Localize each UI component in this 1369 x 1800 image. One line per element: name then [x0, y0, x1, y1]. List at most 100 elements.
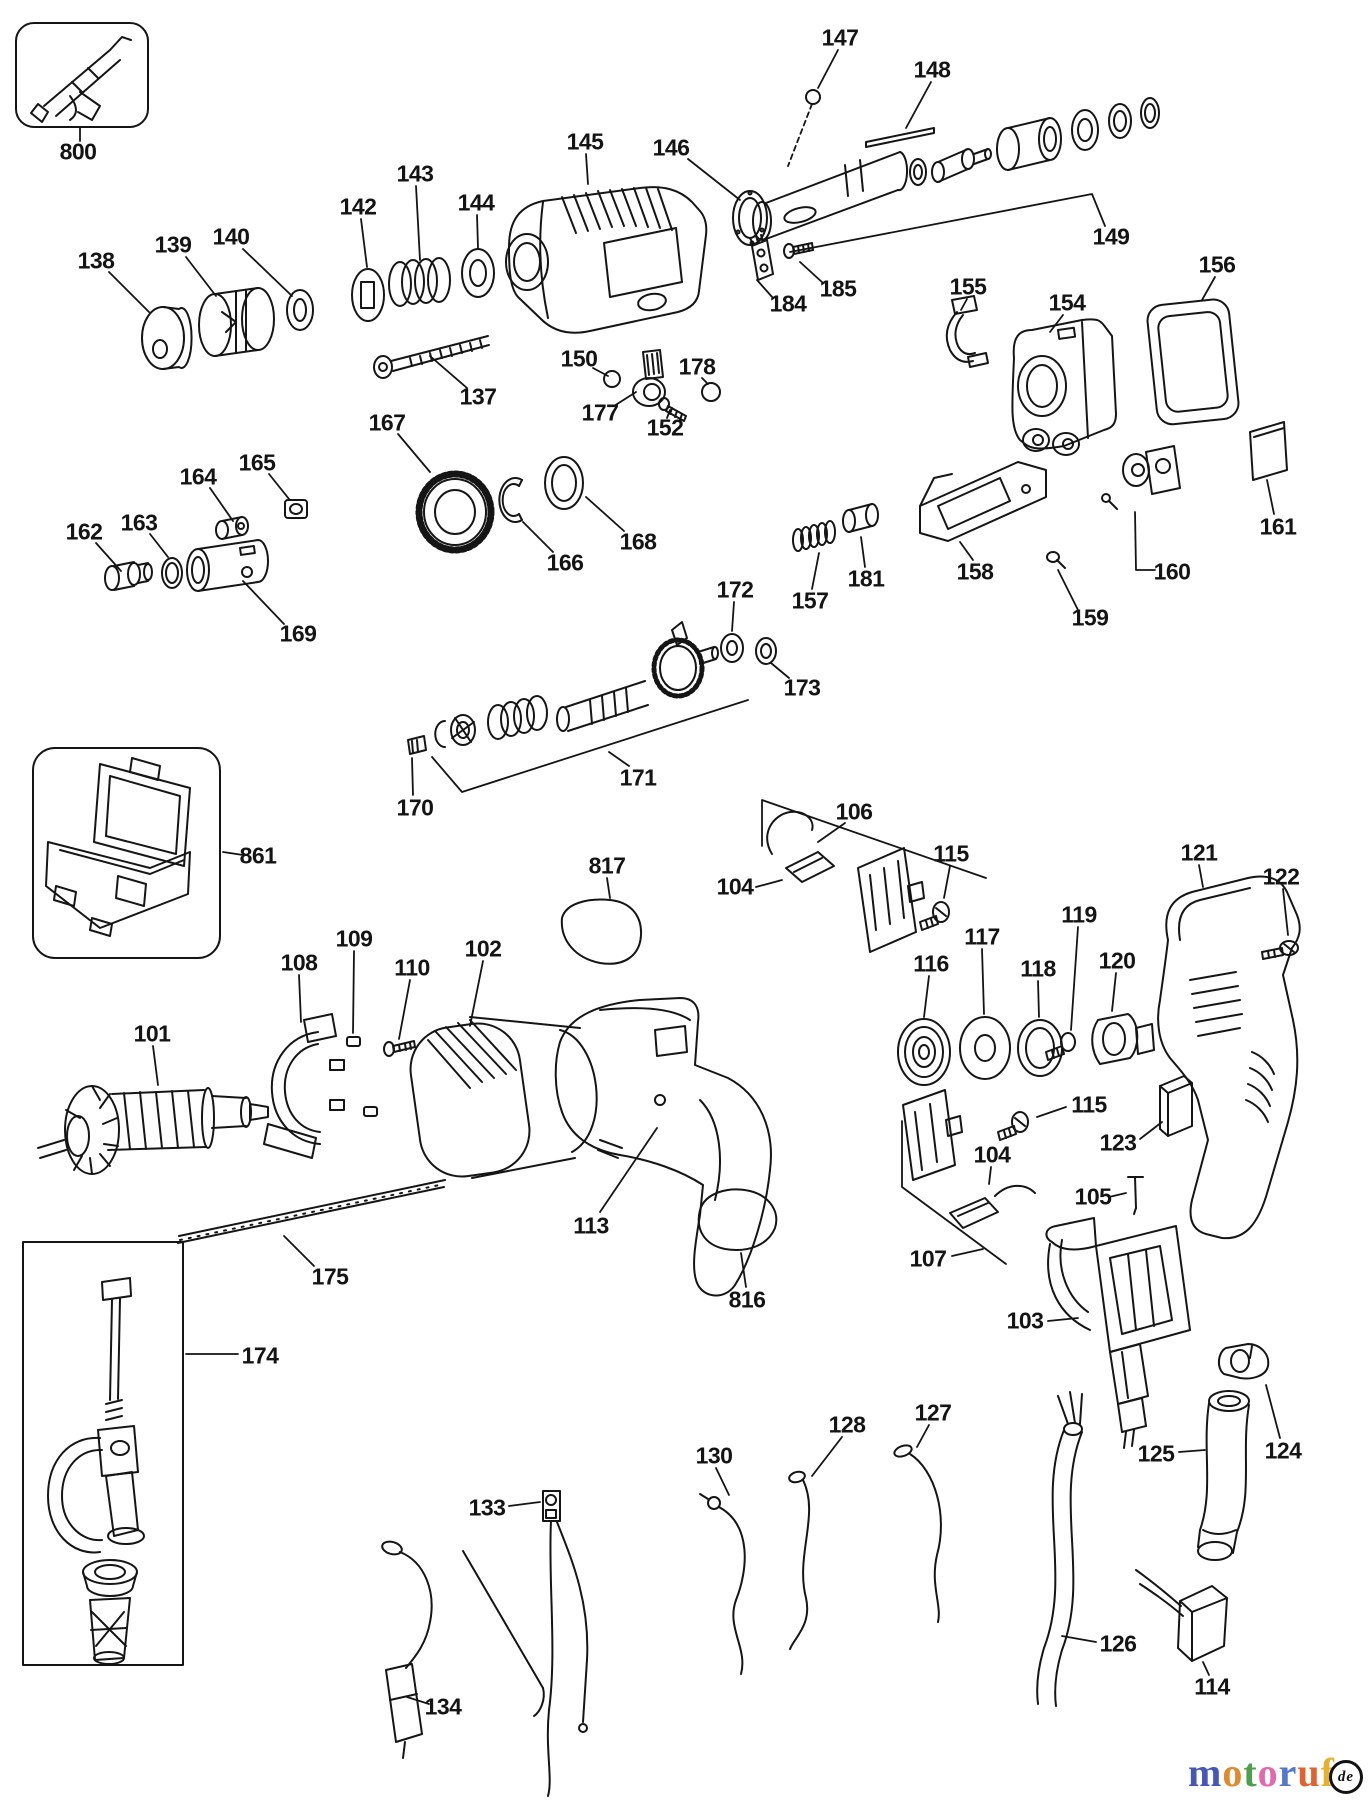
- part-label-113: 113: [573, 1212, 609, 1239]
- leader-line-162: [95, 542, 122, 572]
- part-177-lever-sketch: [632, 349, 666, 407]
- part-label-816: 816: [728, 1286, 766, 1313]
- part-149-piston-assembly-sketch: [752, 97, 1160, 241]
- part-label-104: 104: [716, 873, 754, 900]
- part-107-brush-holder-sketch: [902, 1089, 963, 1181]
- leader-line-164: [209, 487, 234, 522]
- leader-line-114: [1202, 1661, 1210, 1676]
- part-127-lead-wire-sketch: [893, 1444, 942, 1623]
- watermark-letter: o: [1257, 1750, 1279, 1795]
- leader-line-103: [1047, 1317, 1079, 1322]
- leader-line-171: [608, 751, 630, 767]
- part-109-pins-sketch: [346, 1036, 378, 1117]
- leader-line-140: [242, 248, 293, 297]
- part-label-144: 144: [457, 189, 495, 216]
- part-label-126: 126: [1099, 1630, 1137, 1657]
- leader-line-121: [1198, 864, 1204, 888]
- leader-line-160: [1134, 511, 1156, 571]
- part-817-seal-sketch: [560, 898, 643, 965]
- part-label-121: 121: [1180, 839, 1218, 866]
- watermark-wordmark: motoruf: [1188, 1753, 1335, 1793]
- leader-line-104: [988, 1166, 992, 1185]
- leader-line-109: [352, 950, 355, 1034]
- part-label-184: 184: [769, 290, 807, 317]
- leader-line-134: [406, 1696, 430, 1705]
- part-173-washer-sketch: [755, 637, 777, 665]
- part-175-depth-rod-sketch: [177, 1179, 446, 1244]
- part-label-166: 166: [546, 549, 584, 576]
- part-label-133: 133: [468, 1494, 506, 1521]
- part-label-158: 158: [956, 558, 994, 585]
- part-148-pin-sketch: [865, 127, 935, 148]
- part-label-120: 120: [1098, 947, 1136, 974]
- leader-line-142: [360, 218, 368, 268]
- part-169-cylinder-sketch: [186, 539, 269, 592]
- watermark[interactable]: motoruf de: [1188, 1752, 1363, 1794]
- part-160-latch-sketch: [1101, 445, 1181, 510]
- part-label-150: 150: [560, 345, 598, 372]
- leader-line-155: [960, 298, 968, 311]
- part-label-140: 140: [212, 223, 250, 250]
- part-114-connector-sketch: [1135, 1569, 1228, 1662]
- part-184-plate-sketch: [749, 234, 774, 281]
- leader-line-118: [1037, 980, 1040, 1018]
- part-label-116: 116: [913, 950, 949, 977]
- part-117-washer-sketch: [959, 1016, 1011, 1080]
- leader-line-184: [756, 279, 774, 299]
- leader-line-137: [429, 355, 468, 389]
- part-108-baffle-sketch: [263, 1013, 345, 1159]
- part-label-174: 174: [241, 1342, 279, 1369]
- leader-line-177: [613, 391, 637, 407]
- leader-line-127: [916, 1424, 930, 1448]
- leader-line-113: [599, 1127, 658, 1213]
- leader-line-124: [1265, 1384, 1281, 1439]
- part-label-157: 157: [791, 587, 829, 614]
- part-label-173: 173: [783, 674, 821, 701]
- part-label-148: 148: [913, 56, 951, 83]
- part-163-oring-sketch: [161, 557, 183, 589]
- part-138-cap-sketch: [141, 306, 193, 370]
- leader-line-147: [817, 49, 839, 89]
- part-152-screw-sketch: [658, 397, 687, 422]
- part-label-162: 162: [65, 518, 103, 545]
- part-861-case-sketch: [32, 747, 221, 959]
- leader-line-107: [901, 1120, 1007, 1265]
- part-label-104: 104: [973, 1141, 1011, 1168]
- leader-line-175: [283, 1235, 315, 1267]
- part-label-165: 165: [238, 449, 276, 476]
- leader-line-123: [1139, 1121, 1163, 1140]
- leader-line-122: [1282, 888, 1289, 936]
- leader-line-172: [731, 601, 735, 632]
- leader-line-143: [415, 185, 421, 261]
- leader-line-146: [687, 158, 741, 201]
- leader-line-816: [740, 1252, 747, 1288]
- part-124-clamp-sketch: [1218, 1343, 1270, 1380]
- part-label-117: 117: [964, 923, 1000, 950]
- part-label-181: 181: [847, 565, 885, 592]
- leader-line-166: [522, 521, 554, 553]
- part-103-switch-sketch: [1045, 1217, 1191, 1449]
- leader-line-108: [298, 974, 302, 1023]
- leader-line-185: [799, 261, 824, 284]
- leader-line-170: [411, 757, 414, 796]
- leader-line-119: [1070, 926, 1079, 1031]
- part-label-149: 149: [1092, 223, 1130, 250]
- part-158-plate-sketch: [919, 461, 1047, 542]
- part-130-lead-wire-sketch: [699, 1493, 746, 1675]
- part-label-128: 128: [828, 1411, 866, 1438]
- part-181-bushing-sketch: [842, 503, 879, 533]
- part-133-wire-set-sketch: [462, 1490, 589, 1797]
- part-147-ball-sketch: [805, 89, 821, 105]
- part-label-161: 161: [1259, 513, 1297, 540]
- watermark-letter: m: [1188, 1750, 1223, 1795]
- part-816-seal-sketch: [697, 1188, 778, 1251]
- part-label-147: 147: [821, 24, 859, 51]
- part-126-cord-sketch: [1036, 1391, 1083, 1707]
- part-113-housing-sketch: [554, 997, 772, 1297]
- watermark-letter: t: [1243, 1750, 1258, 1795]
- part-label-156: 156: [1198, 251, 1236, 278]
- part-label-115: 115: [933, 840, 969, 867]
- part-label-114: 114: [1194, 1673, 1230, 1700]
- part-142-washer-sketch: [351, 268, 385, 322]
